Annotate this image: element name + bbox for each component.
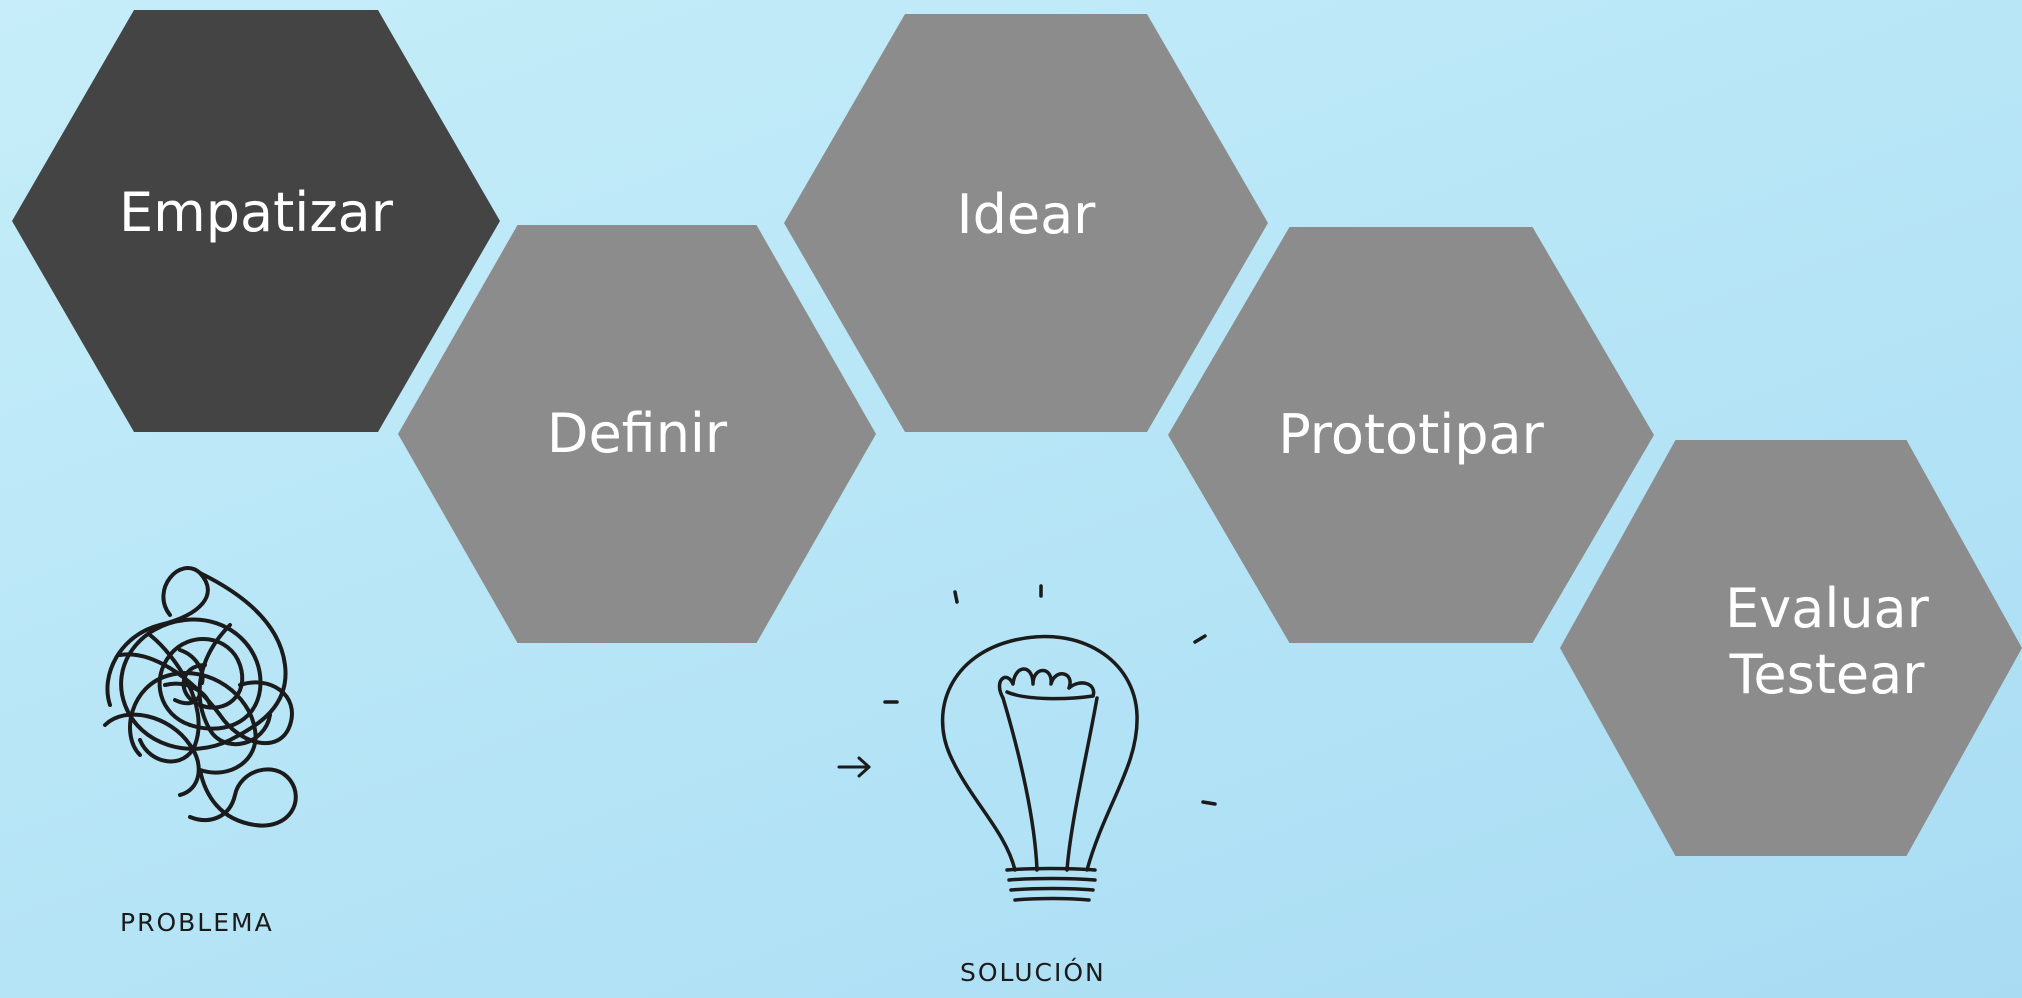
tangled-scribble-icon: [103, 566, 298, 828]
stage-empatizar: Empatizar: [12, 10, 500, 432]
stage-prototipar: Prototipar: [1168, 227, 1654, 643]
stage-evaluar-testear: Evaluar Testear: [1560, 440, 2022, 856]
stage-label-definir: Definir: [546, 402, 728, 466]
stage-label-empatizar: Empatizar: [119, 181, 393, 245]
stage-idear: Idear: [784, 14, 1268, 432]
problem-caption: PROBLEMA: [120, 908, 274, 937]
stage-definir: Definir: [398, 225, 876, 643]
stage-label-evaluar-testear: Evaluar Testear: [1725, 577, 1929, 706]
stage-label-prototipar: Prototipar: [1278, 403, 1544, 467]
lightbulb-icon: [883, 584, 1217, 902]
solution-caption: SOLUCIÓN: [960, 958, 1106, 987]
arrow-right-icon: [837, 756, 871, 778]
stage-label-idear: Idear: [956, 183, 1096, 247]
